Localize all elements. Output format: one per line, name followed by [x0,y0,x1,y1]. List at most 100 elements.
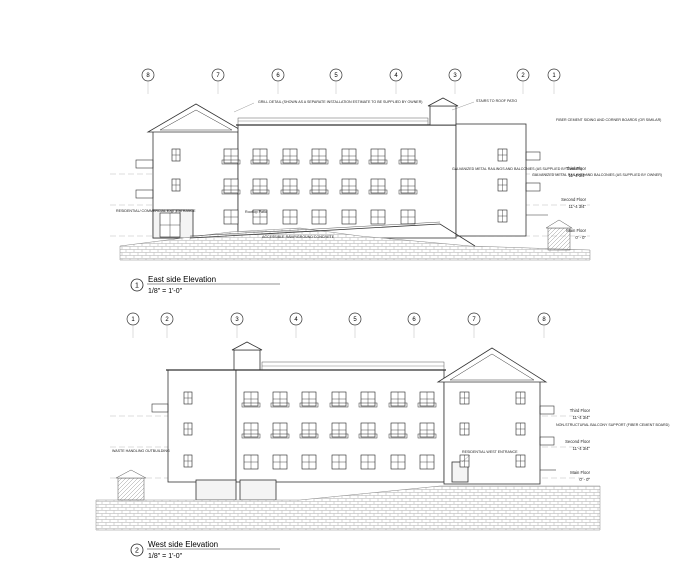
window [280,148,300,165]
window [159,212,181,238]
window [368,148,388,165]
window [497,209,508,223]
window [459,454,470,468]
window [171,178,181,192]
east-ground [119,219,591,261]
window [515,454,526,468]
grid-label: 6 [412,317,416,323]
window [309,178,329,195]
window [339,148,359,165]
grid-bubble: 8 [141,68,155,94]
window [368,178,388,195]
grid-label: 7 [216,73,220,79]
window [417,422,437,439]
grid-bubble: 5 [348,312,362,338]
window [272,454,288,470]
grid-label: 5 [353,317,357,323]
grid-label: 3 [453,73,457,79]
window [388,422,408,439]
east-windows [159,148,508,238]
window [497,178,508,192]
grid-label: 3 [235,317,239,323]
level-elevation: 0' - 0" [579,477,590,482]
window [515,422,526,436]
window [270,391,290,408]
level-name: Third Floor [566,166,587,171]
window [241,391,261,408]
west-windows [183,391,526,470]
window [270,422,290,439]
grid-bubble: 5 [329,68,343,94]
window [339,178,359,195]
window [515,391,526,405]
window [241,422,261,439]
note-balcony-support: NON-STRUCTURAL BALCONY SUPPORT (FIBER CE… [556,423,669,427]
window [419,454,435,470]
note-grill: GRILL DETAIL (SHOWN AS A SEPARATE INSTAL… [258,100,422,104]
west-ground [95,469,601,531]
window [497,148,508,162]
grid-bubble: 8 [537,312,551,338]
window [370,209,386,225]
window [311,209,327,225]
window [459,391,470,405]
window [250,178,270,195]
grid-bubble: 7 [467,312,481,338]
window [301,454,317,470]
east-balconies [135,151,548,216]
east-elevation: 8 7 6 5 4 3 2 1 [110,68,662,295]
level-elevation: 11'-4 3/4" [569,173,587,178]
grid-label: 8 [542,317,546,323]
grid-label: 1 [552,73,556,79]
west-grid-bubbles: 1 2 3 4 5 6 7 8 [126,312,551,338]
window [400,209,416,225]
window [252,209,268,225]
grid-bubble: 3 [230,312,244,338]
window [250,148,270,165]
window [329,391,349,408]
west-building [166,341,548,501]
note-stairs: STAIRS TO ROOF PATIO [476,99,517,103]
west-level-labels: Third Floor 11'-4 3/4" Second Floor 11'-… [565,408,591,482]
grid-label: 6 [276,73,280,79]
east-grid-bubbles: 8 7 6 5 4 3 2 1 [141,68,561,94]
level-name: Main Floor [570,470,590,475]
drawing-title: East side Elevation [148,275,216,284]
note-waste-outbuilding: WASTE HANDLING OUTBUILDING [112,449,170,453]
window [390,454,406,470]
note-ramp: ACCESSIBLE RAMP/GROUND CONCRETE [262,235,335,239]
window [282,209,298,225]
drawing-title: West side Elevation [148,540,218,549]
window [221,148,241,165]
window [358,422,378,439]
drawing-scale: 1/8" = 1'-0" [148,553,183,560]
note-railings: GALVANIZED METAL RAILINGS AND BALCONIES … [452,167,582,171]
window [331,454,347,470]
note-siding: FIBER CEMENT SIDING AND CORNER BOARDS (O… [556,118,661,122]
west-notes: WASTE HANDLING OUTBUILDING NON-STRUCTURA… [112,423,669,463]
east-title-block: 1 East side Elevation 1/8" = 1'-0" [130,275,280,295]
grid-bubble: 4 [389,68,403,94]
window [388,391,408,408]
note-west-entrance: RESIDENTIAL WEST ENTRANCE [462,450,518,454]
west-elevation: 1 2 3 4 5 6 7 8 [95,312,669,560]
level-name: Second Floor [561,197,587,202]
window [183,391,193,405]
level-name: Third Floor [570,408,591,413]
level-elevation: 11'-4 3/4" [569,204,587,209]
drawing-scale: 1/8" = 1'-0" [148,288,183,295]
window [398,178,418,195]
window [221,178,241,195]
note-commercial-entrance: RESIDENTIAL/ COMMERCIAL EXIT ENTRANCE [116,209,196,213]
window [280,178,300,195]
window [398,148,418,165]
grid-label: 7 [472,317,476,323]
drawing-number: 1 [135,283,139,290]
grid-label: 5 [334,73,338,79]
window [183,454,193,468]
west-title-block: 2 West side Elevation 1/8" = 1'-0" [130,540,280,560]
grid-bubble: 2 [516,68,530,94]
east-level-labels: Third Floor 11'-4 3/4" Second Floor 11'-… [561,166,587,240]
window [299,391,319,408]
window [358,391,378,408]
